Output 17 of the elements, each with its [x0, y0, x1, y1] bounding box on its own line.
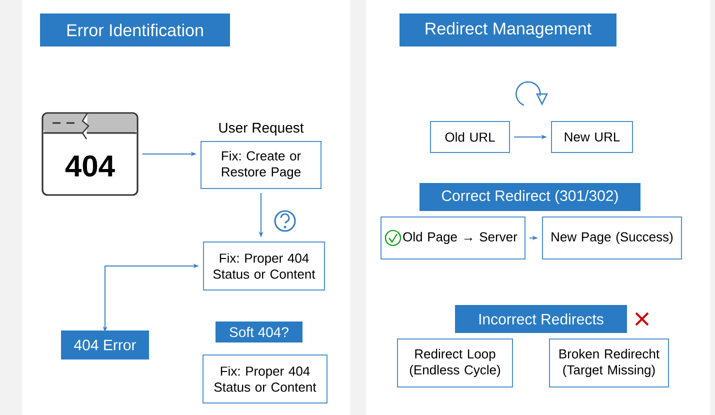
process-box: Fix: Proper 404 Status or Content	[202, 354, 328, 404]
process-box: Old URL	[430, 121, 510, 153]
process-box: Fix: Create or Restore Page	[200, 141, 322, 189]
header-box: Correct Redirect (301/302)	[420, 183, 640, 211]
header-box: Incorrect Redirects	[455, 304, 627, 333]
heading-text: User Request	[219, 122, 304, 136]
header-box: 404 Error	[61, 330, 149, 360]
process-box: Redirect Loop (Endless Cycle)	[397, 338, 513, 388]
header-box: Redirect Management	[400, 14, 616, 46]
process-box: Broken Redirecht (Target Missing)	[549, 338, 669, 388]
process-box: New Page (Success)	[542, 216, 682, 260]
process-box: Fix: Proper 404 Status or Content	[203, 242, 325, 290]
header-box: Error Identification	[40, 14, 230, 46]
process-box: Old Page → Server	[380, 216, 526, 260]
browser-error-drawing: 404	[42, 112, 138, 196]
process-box: New URL	[551, 121, 633, 153]
header-box: Soft 404?	[216, 321, 302, 342]
